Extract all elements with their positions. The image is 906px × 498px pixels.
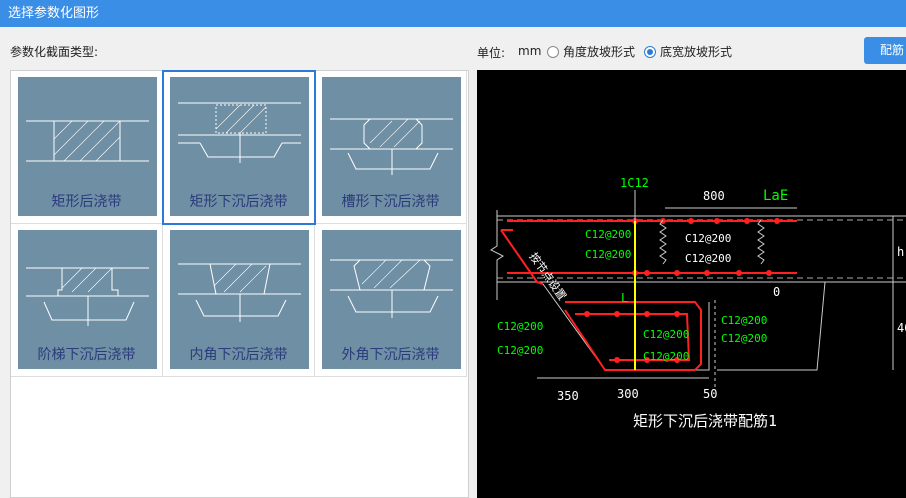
unit-label: 单位:	[477, 46, 506, 60]
shape-thumbnail	[18, 77, 157, 216]
radio-label: 底宽放坡形式	[660, 45, 733, 59]
shape-grid: 矩形后浇带 矩形下沉后浇带	[10, 70, 469, 498]
preview-dim-50: 50	[703, 387, 717, 401]
shape-thumbnail	[18, 230, 157, 369]
rebar-label-8: C12@200	[643, 350, 689, 363]
preview-canvas: 1C12 800 LaE C12@200 C12@200 C12@200 C12…	[477, 70, 906, 498]
shape-thumbnail	[322, 230, 461, 369]
shape-option-rect[interactable]: 矩形后浇带	[11, 71, 163, 224]
rebar-label-6: C12@200	[497, 344, 543, 357]
shape-option-step-sunken[interactable]: 阶梯下沉后浇带	[11, 224, 163, 377]
shape-label: 外角下沉后浇带	[341, 347, 440, 363]
window-titlebar: 选择参数化图形	[0, 0, 906, 27]
preview-top-bar-label: 1C12	[620, 176, 649, 190]
preview-dim-800: 800	[703, 189, 725, 203]
radio-angle-slope[interactable]: 角度放坡形式	[547, 43, 635, 60]
shape-option-channel-sunken[interactable]: 槽形下沉后浇带	[315, 71, 467, 224]
rebar-label-2: C12@200	[585, 248, 631, 261]
shape-thumbnail	[170, 77, 309, 216]
preview-dim-300: 300	[617, 387, 639, 401]
shape-thumbnail	[170, 230, 309, 369]
preview-title: 矩形下沉后浇带配筋1	[633, 412, 777, 430]
preview-dim-l: L	[621, 291, 628, 305]
shape-option-inner-corner-sunken[interactable]: 内角下沉后浇带	[163, 224, 315, 377]
preview-dim-350: 350	[557, 389, 579, 403]
rebar-button[interactable]: 配筋	[864, 37, 906, 64]
unit-value: mm	[518, 44, 542, 58]
rebar-label-1: C12@200	[585, 228, 631, 241]
window-title: 选择参数化图形	[8, 6, 100, 21]
shape-thumbnail	[322, 77, 461, 216]
shape-option-outer-corner-sunken[interactable]: 外角下沉后浇带	[315, 224, 467, 377]
radio-bottom-width-slope[interactable]: 底宽放坡形式	[644, 43, 732, 60]
preview-lae: LaE	[763, 188, 788, 204]
radio-label: 角度放坡形式	[563, 45, 636, 59]
rebar-label-3: C12@200	[685, 232, 731, 245]
rebar-label-4: C12@200	[685, 252, 731, 265]
preview-dim-40: 40	[897, 321, 906, 335]
preview-dim-0: 0	[773, 285, 780, 299]
radio-dot	[547, 46, 559, 58]
rebar-label-9: C12@200	[721, 314, 767, 327]
rebar-label-5: C12@200	[497, 320, 543, 333]
rebar-label-10: C12@200	[721, 332, 767, 345]
radio-dot	[644, 46, 656, 58]
shape-label: 内角下沉后浇带	[189, 347, 288, 363]
section-type-label: 参数化截面类型:	[10, 45, 99, 59]
shape-label: 矩形后浇带	[51, 194, 122, 210]
shape-label: 阶梯下沉后浇带	[37, 347, 136, 363]
rebar-label-7: C12@200	[643, 328, 689, 341]
shape-label: 槽形下沉后浇带	[341, 194, 440, 210]
shape-option-rect-sunken[interactable]: 矩形下沉后浇带	[162, 70, 316, 225]
preview-dim-h: h	[897, 245, 904, 259]
shape-label: 矩形下沉后浇带	[189, 194, 288, 210]
